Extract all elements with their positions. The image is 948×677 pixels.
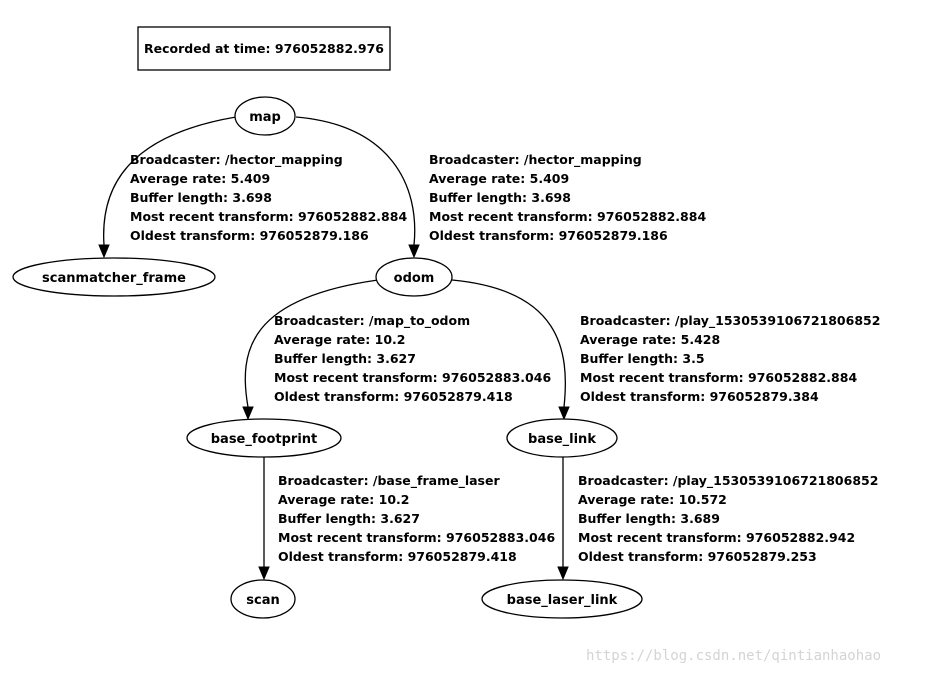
edge-odom-base-footprint <box>242 279 379 421</box>
node-ellipse <box>186 418 342 458</box>
node-map: map <box>234 96 296 136</box>
edge-label-line: Most recent transform: 976052882.884 <box>130 209 407 224</box>
node-ellipse <box>230 579 296 619</box>
edge-label-line: Oldest transform: 976052879.418 <box>278 549 517 564</box>
edge-label-line: Most recent transform: 976052882.884 <box>429 209 706 224</box>
edge-map-scanmatcher <box>98 116 237 259</box>
node-ellipse <box>481 579 643 619</box>
edge-line-map-odom <box>295 116 416 246</box>
edge-label-line: Oldest transform: 976052879.418 <box>274 389 513 404</box>
node-ellipse <box>12 257 216 297</box>
edge-label-odom-base-link: Broadcaster: /play_1530539106721806852 A… <box>580 313 880 404</box>
node-ellipse <box>234 96 296 136</box>
edge-label-line: Broadcaster: /play_1530539106721806852 <box>580 313 880 329</box>
recorded-time-box: Recorded at time: 976052882.976 <box>137 26 391 71</box>
node-scan: scan <box>230 579 296 619</box>
edge-line-map-scanmatcher <box>103 116 237 246</box>
edge-label-line: Average rate: 5.428 <box>580 332 720 347</box>
edge-label-map-scanmatcher: Broadcaster: /hector_mapping Average rat… <box>130 152 407 243</box>
edge-odom-base-link <box>451 279 570 421</box>
edge-label-line: Most recent transform: 976052882.884 <box>580 370 857 385</box>
arrowhead-icon <box>242 406 254 421</box>
arrowhead-icon <box>558 406 570 421</box>
edge-label-line: Average rate: 10.2 <box>278 492 409 507</box>
node-label: base_link <box>528 432 596 447</box>
edge-label-line: Buffer length: 3.698 <box>429 190 571 205</box>
edge-label-line: Broadcaster: /hector_mapping <box>130 152 343 168</box>
edge-label-line: Buffer length: 3.627 <box>278 511 420 526</box>
edge-label-line: Most recent transform: 976052883.046 <box>274 370 551 385</box>
edge-label-line: Most recent transform: 976052883.046 <box>278 530 555 545</box>
edge-label-line: Oldest transform: 976052879.384 <box>580 389 819 404</box>
node-label: scan <box>246 593 279 608</box>
edge-label-line: Broadcaster: /hector_mapping <box>429 152 642 168</box>
edge-label-base-link-base-laser-link: Broadcaster: /play_1530539106721806852 A… <box>578 473 878 564</box>
edge-label-line: Oldest transform: 976052879.186 <box>130 228 369 243</box>
node-base-link: base_link <box>506 418 618 458</box>
node-odom: odom <box>375 257 453 297</box>
edge-line-odom-base-footprint <box>244 279 379 408</box>
edge-label-base-footprint-scan: Broadcaster: /base_frame_laser Average r… <box>278 473 555 564</box>
edge-label-line: Average rate: 10.2 <box>274 332 405 347</box>
edge-label-line: Broadcaster: /map_to_odom <box>274 313 470 329</box>
node-label: base_laser_link <box>507 593 618 608</box>
node-scanmatcher-frame: scanmatcher_frame <box>12 257 216 297</box>
edge-label-line: Average rate: 5.409 <box>130 171 270 186</box>
edge-label-odom-base-footprint: Broadcaster: /map_to_odom Average rate: … <box>274 313 551 404</box>
edge-label-line: Most recent transform: 976052882.942 <box>578 530 855 545</box>
arrowhead-icon <box>557 566 569 581</box>
node-base-laser-link: base_laser_link <box>481 579 643 619</box>
node-label: base_footprint <box>211 432 318 447</box>
node-ellipse <box>375 257 453 297</box>
node-ellipse <box>506 418 618 458</box>
node-label: odom <box>394 271 435 286</box>
edge-label-line: Buffer length: 3.689 <box>578 511 720 526</box>
recorded-time-frame <box>137 26 391 71</box>
edge-label-line: Buffer length: 3.698 <box>130 190 272 205</box>
edge-line-odom-base-link <box>451 279 566 408</box>
edge-label-line: Average rate: 5.409 <box>429 171 569 186</box>
node-base-footprint: base_footprint <box>186 418 342 458</box>
arrowhead-icon <box>408 244 420 259</box>
node-label: map <box>249 110 281 125</box>
edge-map-odom <box>295 116 420 259</box>
edge-label-line: Broadcaster: /base_frame_laser <box>278 473 500 489</box>
edge-base-link-base-laser-link <box>557 457 569 581</box>
edge-label-line: Oldest transform: 976052879.253 <box>578 549 817 564</box>
edge-label-line: Buffer length: 3.627 <box>274 351 416 366</box>
edge-label-line: Average rate: 10.572 <box>578 492 727 507</box>
recorded-time-text: Recorded at time: 976052882.976 <box>144 41 384 56</box>
edge-label-map-odom: Broadcaster: /hector_mapping Average rat… <box>429 152 706 243</box>
edge-label-line: Oldest transform: 976052879.186 <box>429 228 668 243</box>
watermark-url: https://blog.csdn.net/qintianhaohao <box>586 648 882 664</box>
arrowhead-icon <box>98 244 110 259</box>
arrowhead-icon <box>258 566 270 581</box>
edge-base-footprint-scan <box>258 457 270 581</box>
node-label: scanmatcher_frame <box>42 271 186 286</box>
edge-label-line: Broadcaster: /play_1530539106721806852 <box>578 473 878 489</box>
edge-label-line: Buffer length: 3.5 <box>580 351 705 366</box>
